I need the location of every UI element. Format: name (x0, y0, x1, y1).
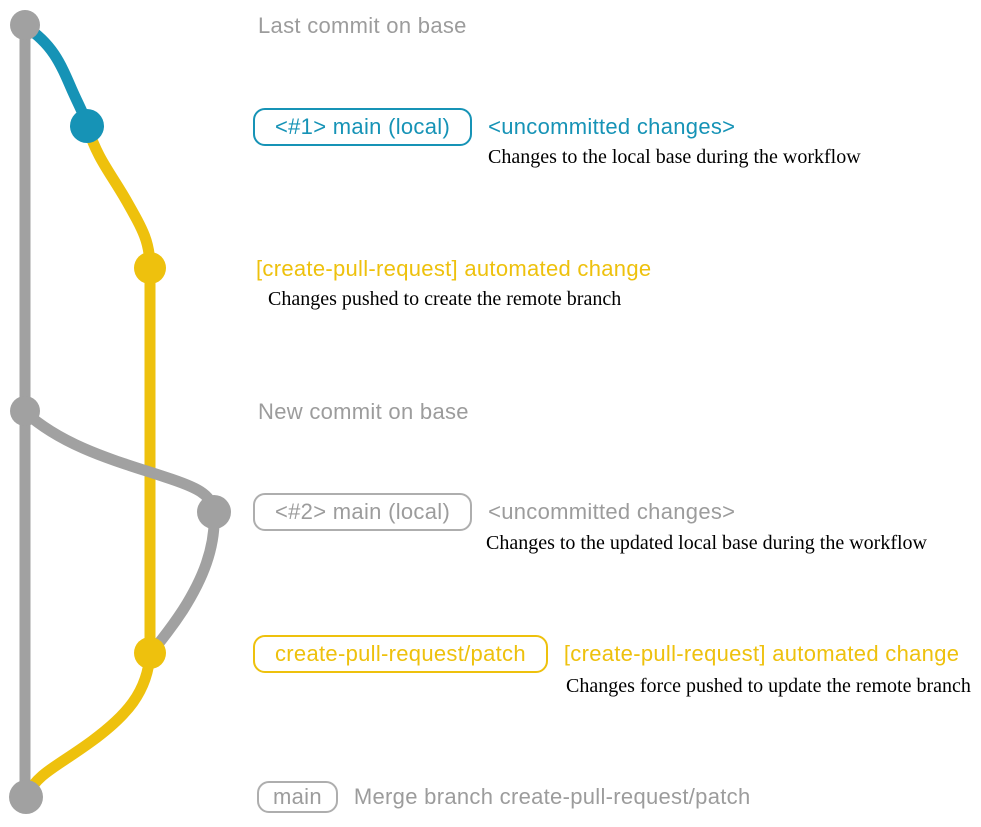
commit-graph (9, 10, 231, 814)
rebase-in-line (147, 506, 220, 657)
label-last-commit-on-base: Last commit on base (258, 13, 467, 38)
label-new-commit-on-base: New commit on base (258, 399, 469, 424)
commit-dot-local-main-2 (197, 495, 231, 529)
label-automated-change-1: [create-pull-request] automated change (256, 256, 652, 281)
local-main-branch-line (19, 20, 93, 132)
branch-badge-main-local-2: <#2> main (local) (253, 493, 473, 531)
status-uncommitted-changes-1: <uncommitted changes> (488, 114, 736, 139)
commit-dot-last-base (10, 10, 40, 40)
branch-badge-main: main (257, 781, 338, 813)
commit-dot-automated-change-2 (134, 637, 166, 669)
commit-dot-merge (9, 780, 43, 814)
label-merge-branch: Merge branch create-pull-request/patch (353, 784, 751, 809)
label-automated-change-2: [create-pull-request] automated change (563, 641, 960, 666)
description-updated-local-base-changes: Changes to the updated local base during… (486, 532, 927, 554)
merge-line (21, 647, 156, 801)
patch-branch-curve-line (81, 120, 156, 274)
branch-badge-main-local-1: <#1> main (local) (253, 108, 473, 146)
commit-dot-new-base (10, 396, 40, 426)
commit-dot-automated-change-1 (134, 252, 166, 284)
commit-dot-local-main-1 (70, 109, 104, 143)
rebase-out-line (19, 406, 220, 518)
description-local-base-changes: Changes to the local base during the wor… (488, 146, 861, 168)
branch-badge-create-pull-request-patch: create-pull-request/patch (253, 635, 548, 673)
status-uncommitted-changes-2: <uncommitted changes> (488, 499, 736, 524)
description-force-pushed-update-remote: Changes force pushed to update the remot… (566, 675, 971, 697)
description-pushed-create-remote: Changes pushed to create the remote bran… (268, 288, 622, 310)
